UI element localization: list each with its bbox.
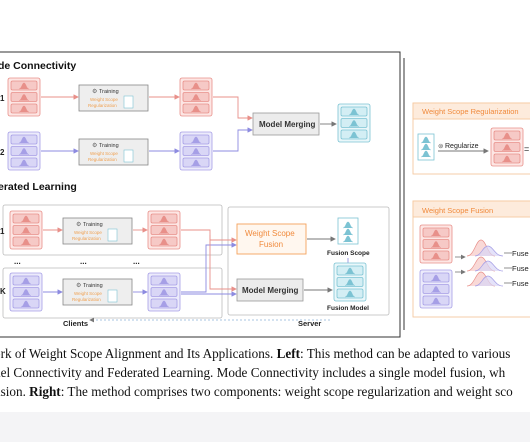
caption-text: ork of Weight Scope Alignment and Its Ap… — [0, 346, 277, 361]
fusion-input-blue — [420, 270, 452, 308]
training-box: Training ⚙ Weight Scope Regularization — [62, 278, 133, 306]
row-label-1: 1 — [0, 94, 5, 103]
gear-icon: ⚙ — [76, 282, 81, 289]
training-label: Training — [83, 283, 103, 289]
client-1-trained-stack — [148, 211, 180, 249]
fusion-model-label: Fusion Model — [327, 305, 369, 312]
regularize-label: Regularize — [445, 143, 479, 150]
caption-text: : The method comprises two components: w… — [60, 384, 513, 399]
trained-stack-red — [180, 78, 212, 116]
model-merging-label: Model Merging — [259, 120, 316, 129]
training-label: Training — [99, 143, 119, 149]
wsr-line2: Regularization — [88, 103, 117, 108]
training-box: Training ⚙ Weight Scope Regularization — [78, 138, 149, 166]
regularized-stack — [491, 128, 523, 166]
caption-text: : This method can be adapted to various — [300, 346, 511, 361]
wsr-line1: Weight Scope — [90, 151, 118, 156]
gear-icon: ⚙ — [76, 221, 81, 228]
client-k-stack — [10, 273, 42, 311]
wsr-line2: Regularization — [72, 297, 101, 302]
caption-text: del Connectivity and Federated Learning.… — [0, 365, 506, 380]
model-stack-blue — [8, 132, 40, 170]
wsf-title: Weight Scope Fusion — [422, 206, 493, 215]
wsr-line1: Weight Scope — [74, 291, 102, 296]
caption-line-3: usion. Right: The method comprises two c… — [0, 382, 530, 401]
caption-line-2: del Connectivity and Federated Learning.… — [0, 363, 530, 382]
server-label: Server — [298, 319, 321, 328]
training-label: Training — [83, 222, 103, 228]
model-stack-red — [8, 78, 40, 116]
ellipsis: ... — [80, 257, 87, 266]
caption-text: usion. — [0, 384, 26, 399]
clients-label: Clients — [63, 319, 88, 328]
server-box — [227, 206, 390, 316]
fed-model-merging-box: Model Merging — [236, 278, 304, 302]
fuse-label: Fuse — [512, 264, 529, 273]
training-label: Training — [99, 89, 119, 95]
training-box: Training ⚙ Weight Scope Regularization — [78, 84, 149, 112]
wsr-title: Weight Scope Regularization — [422, 107, 519, 116]
model-merging-box: Model Merging — [252, 112, 320, 136]
ellipsis: ... — [133, 257, 140, 266]
ws-fusion-line1: Weight Scope — [245, 229, 295, 238]
caption-bold-left: Left — [276, 346, 300, 361]
fusion-scope-label: Fusion Scope — [327, 250, 370, 257]
caption-line-1: ork of Weight Scope Alignment and Its Ap… — [0, 344, 530, 363]
client-k-box — [2, 267, 223, 319]
client-label-k: K — [0, 287, 6, 296]
client-1-stack — [10, 211, 42, 249]
caption-bold-right: Right — [29, 384, 61, 399]
ellipsis: ... — [14, 257, 21, 266]
left-panel-border — [0, 51, 401, 338]
equals-sign: = — [524, 144, 529, 154]
wsr-line1: Weight Scope — [90, 97, 118, 102]
gear-icon: ⚙ — [92, 142, 97, 149]
fuse-label: Fuse — [512, 279, 529, 288]
trained-stack-blue — [180, 132, 212, 170]
distribution-curves — [466, 239, 504, 287]
fusion-input-red — [420, 225, 452, 263]
footer-band — [0, 412, 530, 442]
fuse-label: Fuse — [512, 249, 529, 258]
ws-fusion-line2: Fusion — [259, 240, 283, 249]
fusion-scope-icon — [337, 217, 359, 245]
fusion-model-stack — [334, 263, 366, 301]
mode-connectivity-title: de Connectivity — [0, 60, 76, 72]
wsr-line2: Regularization — [72, 236, 101, 241]
client-label-1: 1 — [0, 227, 5, 236]
figure: de Connectivity 1 2 Training ⚙ Weight Sc… — [0, 51, 530, 338]
training-box: Training ⚙ Weight Scope Regularization — [62, 217, 133, 245]
regularize-gear-icon: ⊚ — [438, 143, 444, 150]
gear-icon: ⚙ — [92, 88, 97, 95]
federated-learning-title: erated Learning — [0, 181, 77, 193]
wsr-panel: Weight Scope Regularization ⊚ Regularize… — [412, 102, 530, 175]
row-label-2: 2 — [0, 148, 5, 157]
fed-model-merging-label: Model Merging — [242, 286, 299, 295]
wsr-line2: Regularization — [88, 157, 117, 162]
weight-scope-fusion-box: Weight Scope Fusion — [236, 223, 307, 255]
wsf-panel: Weight Scope Fusion Fuse Fuse Fuse — [412, 200, 530, 318]
figure-caption: ork of Weight Scope Alignment and Its Ap… — [0, 344, 530, 401]
wsr-line1: Weight Scope — [74, 230, 102, 235]
merged-model-stack — [338, 104, 370, 142]
client-1-box — [2, 204, 223, 256]
client-k-trained-stack — [148, 273, 180, 311]
